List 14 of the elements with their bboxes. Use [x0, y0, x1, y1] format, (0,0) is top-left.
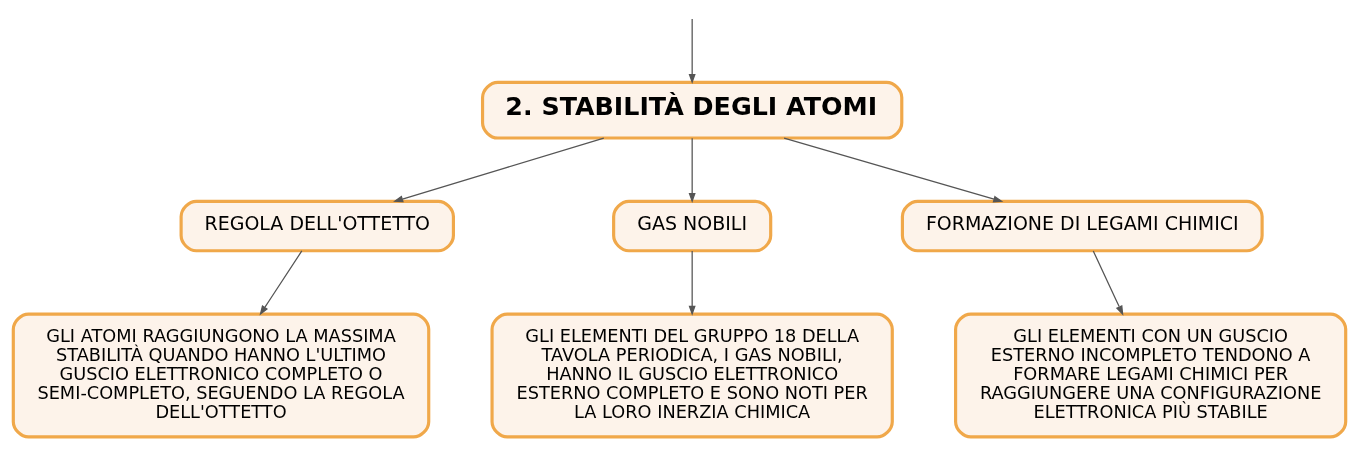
node-box: REGOLA DELL'OTTETTO	[179, 199, 455, 253]
node-box: 2. STABILITÀ DEGLI ATOMI	[480, 80, 904, 140]
arrow	[688, 18, 696, 85]
node-box: GLI ELEMENTI CON UN GUSCIO ESTERNO INCOMPLETO TENDONO A FORMARE LEGAMI CHIMICI PER RAGGIUNGERE UNA CONFIGURAZIONE ELETTRONICA PIÙ STABILE	[954, 312, 1348, 439]
arrow	[1092, 250, 1124, 316]
node-box: GLI ELEMENTI DEL GRUPPO 18 DELLA TAVOLA PERIODICA, I GAS NOBILI, HANNO IL GUSCIO ELETTRONICO ESTERNO COMPLETO E SONO NOTI PER LA LORO INERZIA CHIMICA	[490, 312, 894, 439]
arrow	[688, 137, 696, 204]
node-box: FORMAZIONE DI LEGAMI CHIMICI	[900, 199, 1264, 253]
arrow	[688, 250, 696, 316]
arrow	[393, 137, 605, 203]
node-box: GAS NOBILI	[612, 199, 773, 253]
node-box: GLI ATOMI RAGGIUNGONO LA MASSIMA STABILITÀ QUANDO HANNO L'ULTIMO GUSCIO ELETTRONICO COMPLETO O SEMI-COMPLETO, SEGUENDO LA REGOLA DELL'OTTETTO	[11, 312, 431, 439]
arrow	[259, 250, 303, 316]
arrow	[783, 137, 1004, 203]
